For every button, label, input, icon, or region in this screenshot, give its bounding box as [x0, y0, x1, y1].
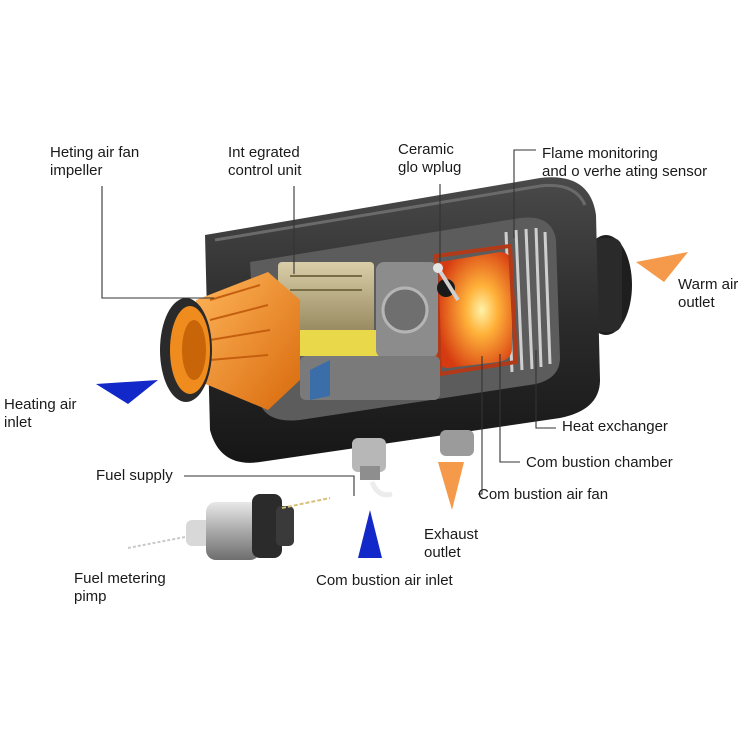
label-line: Com bustion air fan — [478, 486, 609, 503]
label-exhaust-outlet: Exhaust outlet — [424, 526, 478, 562]
heating-air-fan-impeller — [160, 272, 300, 410]
label-heating-air-inlet: Heating air inlet — [4, 396, 77, 432]
label-heat-exchanger: Heat exchanger — [562, 418, 668, 436]
label-line: Heat exchanger — [562, 418, 668, 435]
label-warm-air-outlet: Warm air outlet — [678, 276, 738, 312]
label-line: Int egrated — [228, 144, 300, 161]
bottom-ports — [352, 430, 474, 498]
heating-air-inlet-arrow — [96, 380, 158, 404]
label-line: Com bustion air inlet — [316, 572, 453, 589]
warm-air-outlet-arrow — [636, 252, 688, 282]
internal-mechanics — [300, 262, 455, 400]
label-line: Fuel supply — [96, 467, 173, 484]
label-fuel-metering-pump: Fuel metering pimp — [74, 570, 166, 606]
label-line: and o verhe ating sensor — [542, 163, 708, 180]
exhaust-outlet-arrow — [438, 462, 464, 510]
label-line: inlet — [4, 414, 32, 431]
label-line: outlet — [424, 544, 461, 561]
label-line: Warm air — [678, 276, 739, 293]
combustion-air-inlet-arrow — [358, 510, 382, 558]
label-ceramic-glow-plug: Ceramic glo wplug — [398, 141, 461, 177]
leader-lines — [101, 149, 556, 496]
label-heating-air-fan-impeller: Heting air fan impeller — [50, 144, 139, 180]
label-fuel-supply: Fuel supply — [96, 467, 173, 485]
housing-top-highlight — [214, 183, 587, 242]
label-flame-monitoring-sensor: Flame monitoring and o verhe ating senso… — [542, 145, 707, 181]
label-line: outlet — [678, 294, 715, 311]
label-line: pimp — [74, 588, 107, 605]
label-integrated-control-unit: Int egrated control unit — [228, 144, 301, 180]
combustion-chamber — [436, 252, 512, 368]
label-line: Com bustion chamber — [526, 454, 673, 471]
label-combustion-air-inlet: Com bustion air inlet — [316, 572, 453, 590]
label-line: glo wplug — [398, 159, 462, 176]
label-line: Heting air fan — [50, 144, 140, 161]
label-combustion-air-fan: Com bustion air fan — [478, 486, 608, 504]
label-line: Fuel metering — [74, 570, 166, 587]
label-combustion-chamber: Com bustion chamber — [526, 454, 673, 472]
warm-air-outlet-rim — [592, 238, 622, 332]
label-line: Ceramic — [398, 141, 454, 158]
label-line: Exhaust — [424, 526, 479, 543]
label-line: Flame monitoring — [542, 145, 658, 162]
combustion-chamber-wall — [433, 243, 519, 377]
ceramic-glow-plug — [433, 263, 460, 302]
label-line: impeller — [50, 162, 103, 179]
label-line: control unit — [228, 162, 302, 179]
label-line: Heating air — [4, 396, 77, 413]
fuel-metering-pump — [127, 494, 331, 560]
